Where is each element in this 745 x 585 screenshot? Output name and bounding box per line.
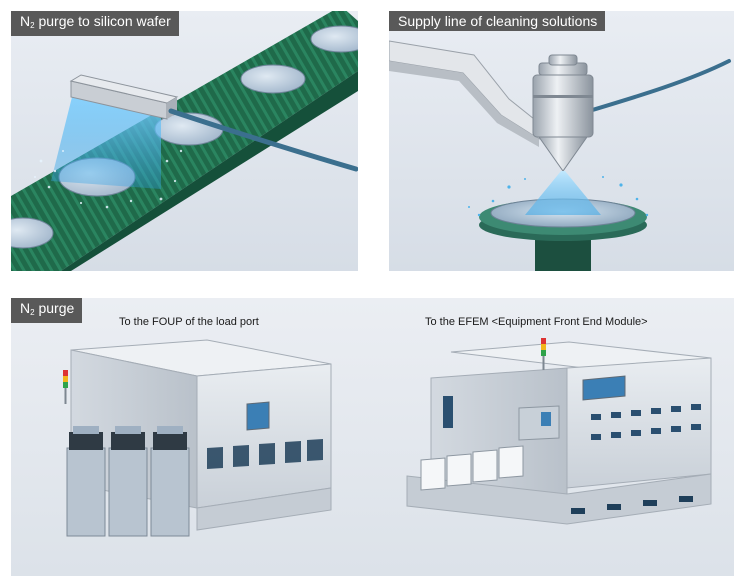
nozzle-icon [69, 74, 179, 120]
cleaning-supply-label: Supply line of cleaning solutions [389, 11, 606, 31]
spray-nozzle-icon [532, 54, 594, 172]
efem-machine [406, 338, 712, 525]
signal-tower-icon [63, 370, 68, 404]
cleaning-supply-panel: Supply line of cleaning solutions [389, 11, 734, 271]
foup-caption: To the FOUP of the load port [119, 316, 259, 328]
silicon-wafer [11, 217, 54, 249]
nitrogen-hose [168, 108, 358, 172]
control-monitor [246, 401, 270, 431]
cleaning-spray [525, 171, 601, 215]
robot-arm [389, 40, 540, 140]
purge-machines-panel: N2 purge To the FOUP of the load port To… [11, 298, 734, 576]
load-port [150, 426, 190, 537]
signal-tower-icon [541, 338, 546, 370]
load-port [420, 457, 446, 491]
foup-machine [63, 339, 332, 537]
load-port [66, 426, 106, 537]
load-port [498, 445, 524, 479]
nitrogen-spray [51, 93, 161, 189]
load-port [472, 449, 498, 483]
load-port [108, 426, 148, 537]
wafer-conveyor-illustration [11, 11, 358, 271]
load-port [446, 453, 472, 487]
wafer-purge-panel: N2 purge to silicon wafer [11, 11, 358, 271]
cleaning-solution-line [587, 59, 731, 113]
purge-machines-illustration [63, 338, 712, 537]
wafer-purge-label: N2 purge to silicon wafer [11, 11, 179, 36]
efem-caption: To the EFEM <Equipment Front End Module> [425, 316, 648, 328]
cleaning-nozzle-illustration [389, 40, 731, 271]
silicon-wafer [310, 25, 358, 53]
purge-label: N2 purge [11, 298, 83, 323]
silicon-wafer [240, 64, 306, 94]
